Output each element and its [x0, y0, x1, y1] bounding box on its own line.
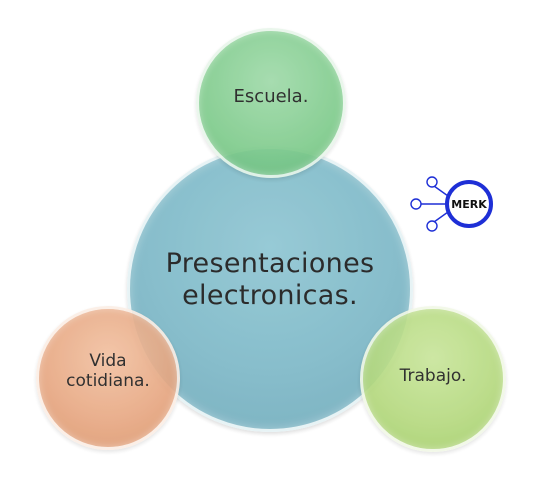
central-topic-label: Presentaciones electronicas. — [166, 248, 375, 313]
daily-life-line-2: cotidiana. — [66, 371, 150, 391]
central-topic-line-1: Presentaciones — [165, 247, 375, 279]
network-nodes-icon — [410, 176, 449, 232]
work-node-label: Trabajo. — [399, 365, 467, 386]
merk-logo: MERK — [410, 176, 493, 232]
central-topic-line-2: electronicas. — [182, 280, 358, 311]
daily-life-node-label: Vida cotidiana. — [66, 351, 150, 392]
school-node-circle: Escuela. — [196, 28, 346, 178]
daily-life-line-1: Vida — [89, 350, 127, 371]
school-node-label: Escuela. — [233, 86, 309, 108]
logo-text: MERK — [451, 198, 487, 211]
work-node-circle: Trabajo. — [360, 306, 506, 452]
logo-ring — [445, 180, 493, 228]
daily-life-node-circle: Vida cotidiana. — [36, 306, 180, 450]
